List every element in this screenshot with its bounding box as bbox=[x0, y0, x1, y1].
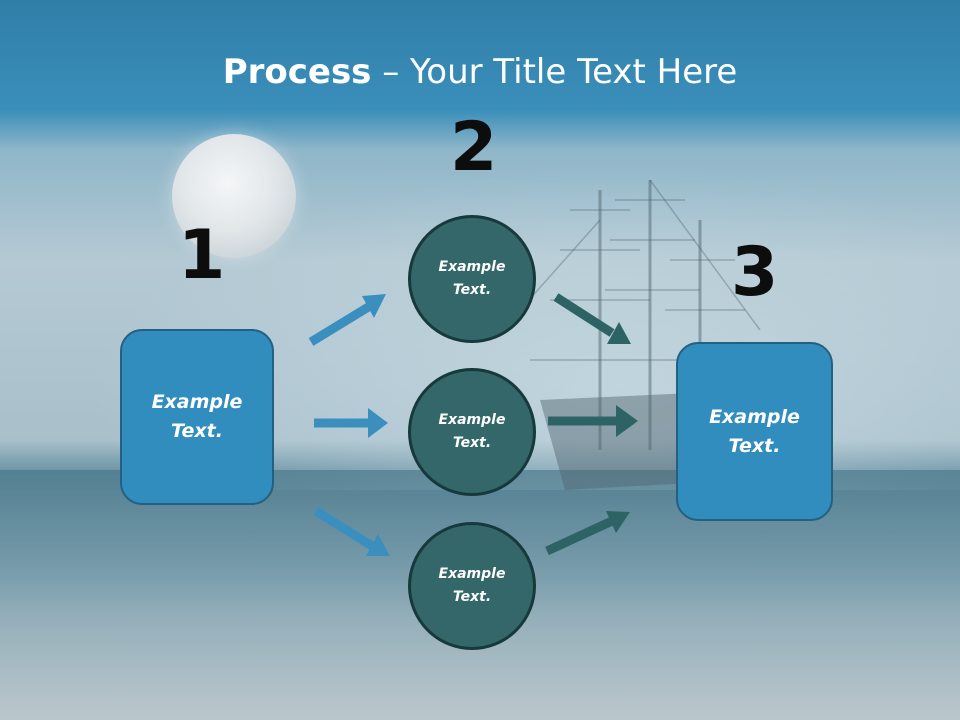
right-box-text: Example Text. bbox=[709, 405, 800, 457]
arrow-right-bottom bbox=[545, 511, 630, 556]
step-number-2: 2 bbox=[450, 108, 498, 187]
circle-bottom-text: Example Text. bbox=[438, 566, 506, 605]
circle-top-text: Example Text. bbox=[438, 259, 506, 298]
circle-top: Example Text. bbox=[408, 215, 536, 343]
arrow-left-middle bbox=[314, 408, 388, 438]
moon-image bbox=[172, 134, 296, 258]
arrow-left-top bbox=[308, 294, 386, 346]
circle-bottom: Example Text. bbox=[408, 522, 536, 650]
left-box-text: Example Text. bbox=[151, 391, 243, 442]
title-bold: Process bbox=[222, 52, 372, 92]
title-rest: – Your Title Text Here bbox=[371, 52, 738, 92]
circle-middle-text: Example Text. bbox=[438, 412, 506, 451]
arrow-right-middle bbox=[548, 405, 638, 437]
slide-title: Process – Your Title Text Here bbox=[0, 52, 960, 92]
arrow-right-top bbox=[553, 293, 631, 344]
step-number-3: 3 bbox=[731, 233, 779, 312]
left-process-box: Example Text. bbox=[120, 329, 274, 505]
arrow-left-bottom bbox=[313, 507, 390, 556]
step-number-1: 1 bbox=[178, 216, 226, 295]
circle-middle: Example Text. bbox=[408, 368, 536, 496]
right-process-box: Example Text. bbox=[676, 342, 833, 521]
